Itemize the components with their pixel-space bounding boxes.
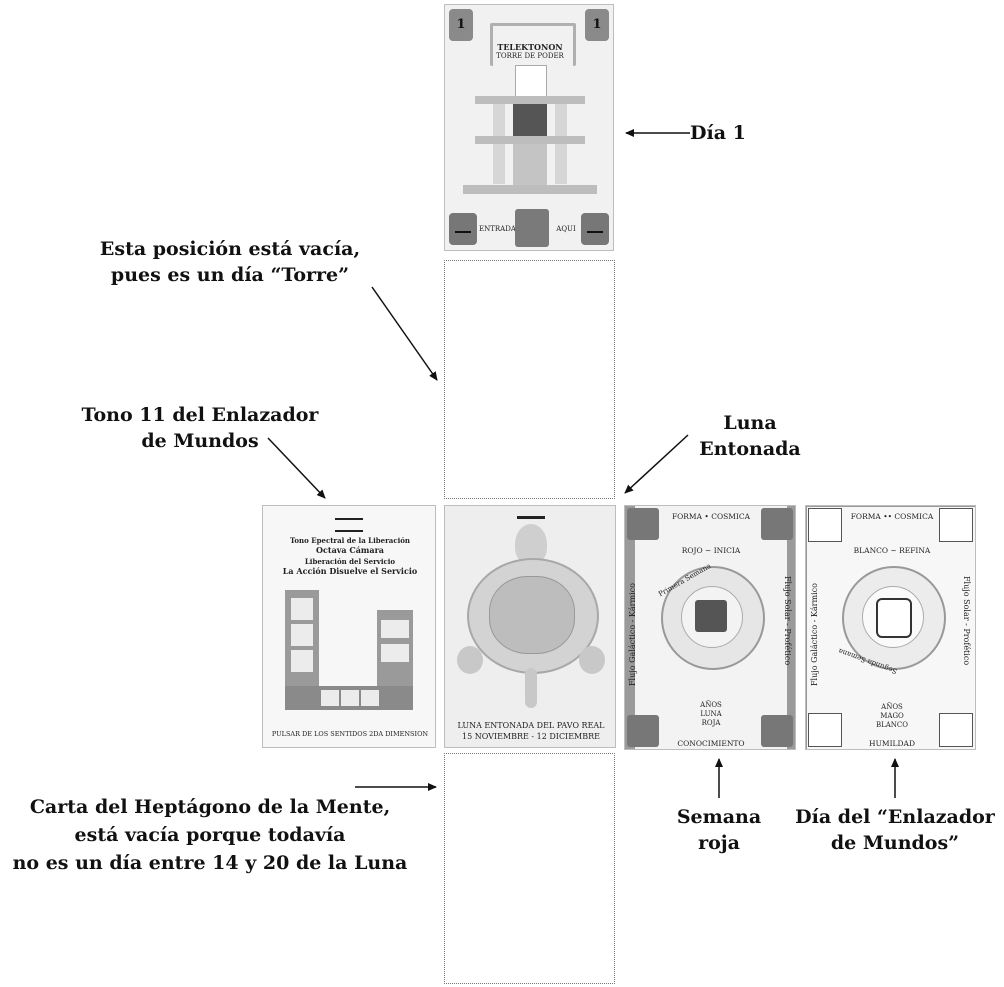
enlazador-color: BLANCO ~ REFINA xyxy=(853,546,931,555)
label-enlazador-1: Día del “Enlazador xyxy=(795,806,995,828)
label-semana-2: roja xyxy=(698,832,740,854)
tono-bars-icon xyxy=(335,518,363,532)
turtle-head-icon xyxy=(515,524,547,564)
label-luna-1: Luna xyxy=(723,412,777,434)
tower-roof xyxy=(490,23,576,66)
enlazador-corner-tl-icon xyxy=(808,508,842,542)
tone-number-right: 1 xyxy=(585,9,609,41)
semana-corner-tl-icon xyxy=(627,508,659,540)
turtle-tail xyxy=(525,668,537,708)
enlazador-top: FORMA •• COSMICA xyxy=(850,512,934,521)
tono-grid xyxy=(285,590,413,710)
tower-mid-block xyxy=(513,144,547,186)
enlazador-years2: MAGO xyxy=(880,712,904,720)
label-semana-1: Semana xyxy=(676,806,762,828)
label-heptagono-3: no es un día entre 14 y 20 de la Luna xyxy=(12,852,408,874)
enlazador-center-face-icon xyxy=(876,598,912,638)
tower-pillar-right xyxy=(555,104,567,184)
tone-number-left: 1 xyxy=(449,9,473,41)
arrow-luna xyxy=(624,434,689,494)
tono-line3: Liberación del Servicio xyxy=(304,557,396,566)
semana-years1: AÑOS xyxy=(700,701,722,709)
tono-line2: Octava Cámara xyxy=(316,545,384,555)
telektonon-card: 1 1 TELEKTONON TORRE DE PODER ENTRADA AQ… xyxy=(444,4,614,251)
turtle-inner-shell xyxy=(489,576,575,654)
semana-corner-br-icon xyxy=(761,715,793,747)
enlazador-years3: BLANCO xyxy=(875,721,909,729)
tono-card: Tono Epectral de la Liberación Octava Cá… xyxy=(262,505,436,748)
tono-line1: Tono Epectral de la Liberación xyxy=(289,536,411,545)
enlazador-corner-br-icon xyxy=(939,713,973,747)
semana-years2: LUNA xyxy=(700,710,722,718)
label-torre-1: Esta posición está vacía, xyxy=(99,238,361,260)
label-torre-2: pues es un día “Torre” xyxy=(110,264,350,286)
enlazador-frame xyxy=(806,506,975,749)
label-enlazador-2: de Mundos” xyxy=(830,832,960,854)
semana-right-side: Flujo Solar - Profético xyxy=(783,576,792,666)
luna-line2: 15 NOVIEMBRE - 12 DICIEMBRE xyxy=(462,732,600,741)
heptagono-empty-slot xyxy=(444,753,615,984)
label-tono-1: Tono 11 del Enlazador xyxy=(81,404,319,426)
semana-corner-tr-icon xyxy=(761,508,793,540)
tower-ledge-2 xyxy=(475,136,585,144)
telektonon-title: TELEKTONON xyxy=(497,42,563,52)
luna-bar-icon xyxy=(517,516,545,519)
aqui-label: AQUI xyxy=(556,225,576,233)
luna-card: LUNA ENTONADA DEL PAVO REAL 15 NOVIEMBRE… xyxy=(444,505,616,748)
arrow-torre xyxy=(371,286,438,381)
semana-card: FORMA • COSMICA ROJO ~ INICIA Flujo Galá… xyxy=(624,505,796,750)
label-heptagono-2: está vacía porque todavía xyxy=(74,824,346,846)
semana-years3: ROJA xyxy=(701,719,721,727)
label-tono-2: de Mundos xyxy=(141,430,259,452)
label-luna-2: Entonada xyxy=(699,438,801,460)
label-dia1: Día 1 xyxy=(690,122,746,144)
semana-frame xyxy=(625,506,795,749)
arrow-tono xyxy=(267,437,326,499)
corner-glyph-left xyxy=(449,213,477,245)
label-heptagono-1: Carta del Heptágono de la Mente, xyxy=(29,796,391,818)
corner-glyph-right xyxy=(581,213,609,245)
tower-pillar-left xyxy=(493,104,505,184)
telektonon-subtitle: TORRE DE PODER xyxy=(496,52,564,60)
tower-ledge-1 xyxy=(475,96,585,104)
semana-center-glyph-icon xyxy=(695,600,727,632)
tower-dark-window xyxy=(513,104,547,136)
semana-color: ROJO ~ INICIA xyxy=(681,546,741,555)
tower-ledge-3 xyxy=(463,185,597,194)
tono-line4: La Acción Disuelve el Servicio xyxy=(282,566,418,576)
enlazador-years1: AÑOS xyxy=(881,703,903,711)
enlazador-card: FORMA •• COSMICA BLANCO ~ REFINA Flujo G… xyxy=(805,505,976,750)
semana-corner-bl-icon xyxy=(627,715,659,747)
entrada-label: ENTRADA xyxy=(479,225,516,233)
enlazador-right-side: Flujo Solar - Profético xyxy=(962,576,971,666)
luna-line1: LUNA ENTONADA DEL PAVO REAL xyxy=(457,721,605,730)
tono-footer: PULSAR DE LOS SENTIDOS 2DA DIMENSION xyxy=(271,730,429,738)
enlazador-bottom: HUMILDAD xyxy=(869,739,915,748)
semana-top: FORMA • COSMICA xyxy=(671,512,751,521)
entrada-glyph-icon xyxy=(515,209,549,247)
enlazador-corner-tr-icon xyxy=(939,508,973,542)
turtle-leg-right xyxy=(579,646,605,674)
torre-empty-slot xyxy=(444,260,615,499)
semana-bottom: CONOCIMIENTO xyxy=(677,739,745,748)
enlazador-corner-bl-icon xyxy=(808,713,842,747)
turtle-leg-left xyxy=(457,646,483,674)
